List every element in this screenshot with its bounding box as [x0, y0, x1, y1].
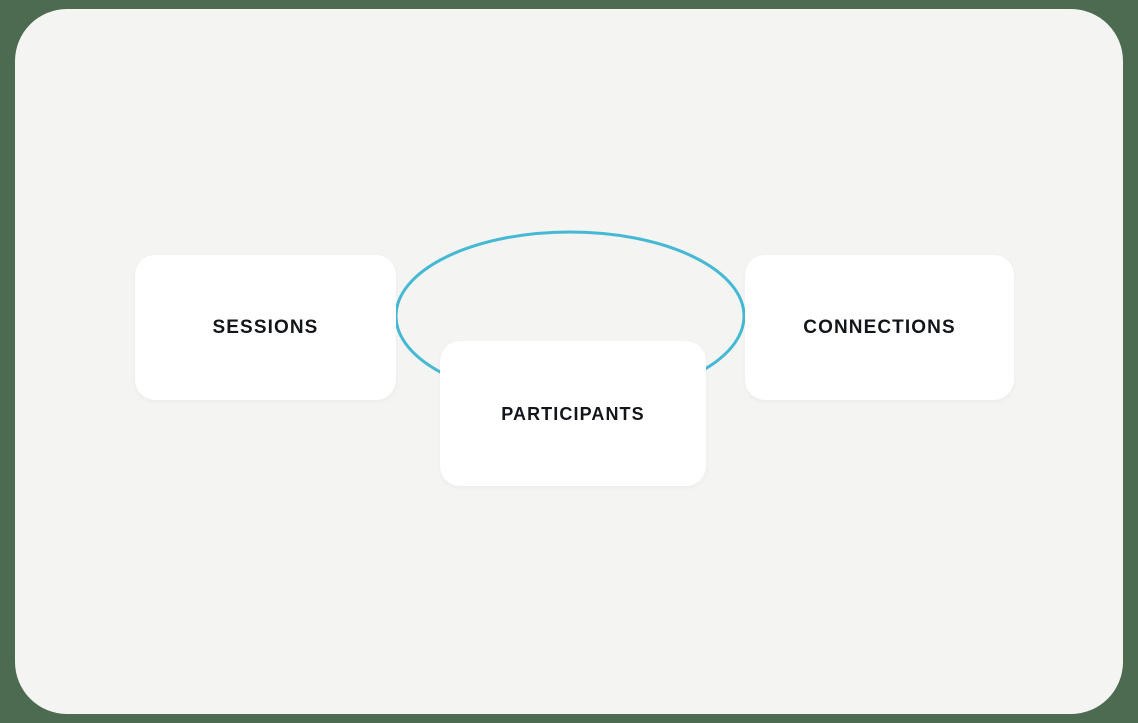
node-connections-label: CONNECTIONS: [803, 317, 956, 338]
node-participants[interactable]: PARTICIPANTS: [440, 341, 706, 486]
node-connections[interactable]: CONNECTIONS: [745, 255, 1014, 400]
node-participants-label: PARTICIPANTS: [501, 403, 645, 424]
node-sessions-label: SESSIONS: [212, 317, 319, 338]
node-sessions[interactable]: SESSIONS: [135, 255, 396, 400]
